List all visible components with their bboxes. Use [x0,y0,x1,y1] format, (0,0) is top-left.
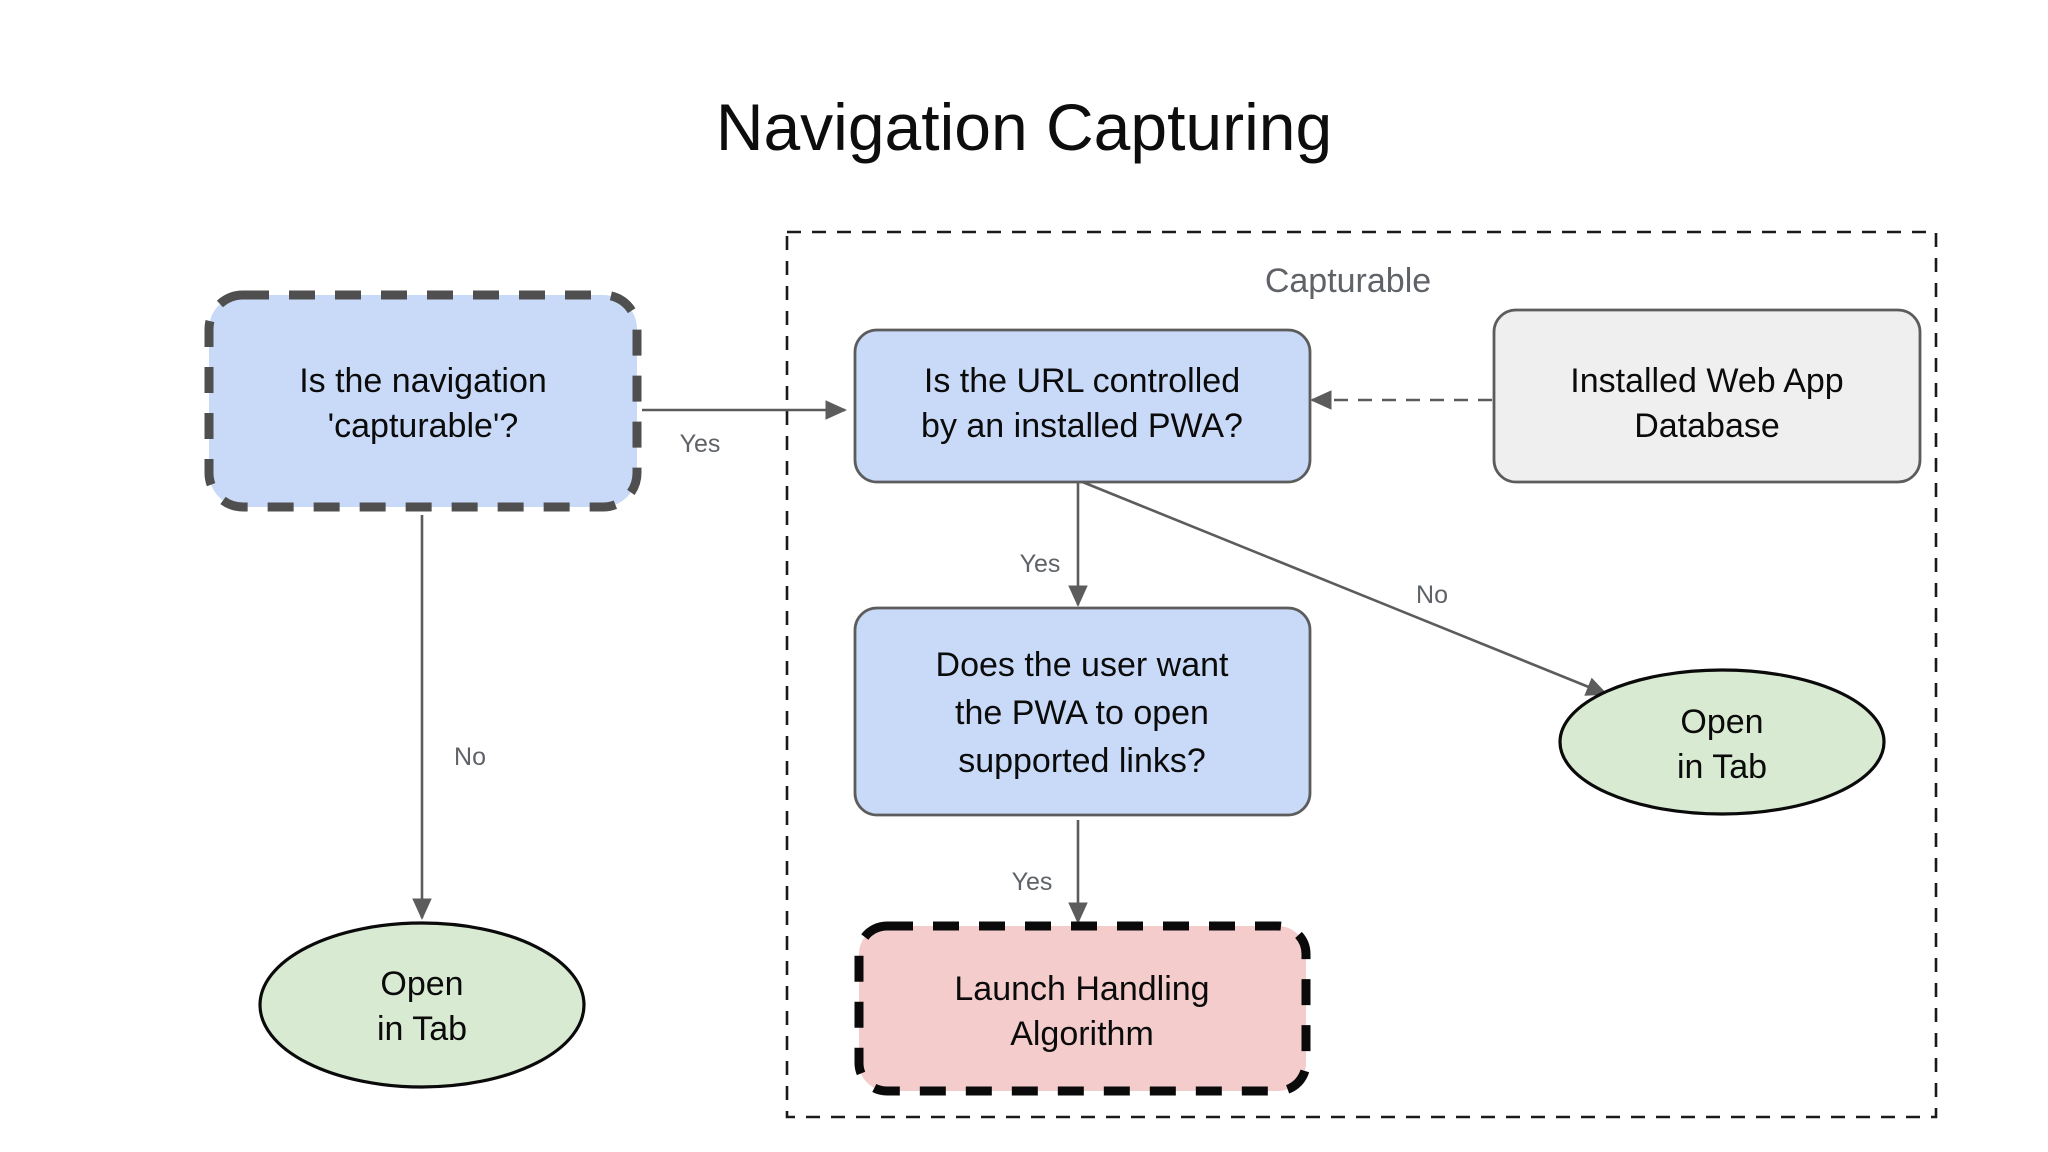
edge-label-url-no: No [1416,581,1448,609]
edge-label-url-yes: Yes [1020,550,1061,578]
node-installed-web-app-database-line2: Database [1634,407,1780,445]
edge-capturable-yes: Yes [642,400,847,458]
node-is-navigation-capturable[interactable]: Is the navigation 'capturable'? [204,290,642,512]
node-is-url-controlled-shape[interactable] [853,328,1312,484]
capturable-group-boundary [785,230,1938,1119]
node-is-url-controlled-line1: Is the URL controlled [924,362,1240,400]
node-is-navigation-capturable-line2: 'capturable'? [328,407,519,445]
node-launch-handling-algorithm[interactable]: Launch Handling Algorithm [854,921,1311,1096]
page-title: Navigation Capturing [716,90,1332,164]
node-installed-web-app-database-line1: Installed Web App [1570,362,1843,400]
node-installed-web-app-database-shape[interactable] [1492,308,1922,484]
node-does-user-want-pwa-line2: the PWA to open [955,694,1209,732]
node-does-user-want-pwa-shape[interactable] [853,606,1312,817]
edge-label-user-yes: Yes [1012,868,1053,896]
node-does-user-want-pwa[interactable]: Does the user want the PWA to open suppo… [853,606,1312,817]
node-launch-handling-algorithm-shape[interactable] [854,921,1311,1096]
node-open-in-tab-left-shape[interactable] [258,921,586,1089]
node-does-user-want-pwa-line3: supported links? [958,742,1206,780]
node-open-in-tab-left-line2: in Tab [377,1010,467,1048]
node-launch-handling-algorithm-line2: Algorithm [1010,1015,1154,1053]
node-is-url-controlled[interactable]: Is the URL controlled by an installed PW… [853,328,1312,484]
node-open-in-tab-left[interactable]: Open in Tab [258,921,586,1089]
node-is-navigation-capturable-shape[interactable] [204,290,642,512]
node-open-in-tab-right-line2: in Tab [1677,748,1767,786]
capturable-group-label: Capturable [1265,262,1431,300]
node-does-user-want-pwa-line1: Does the user want [936,646,1229,684]
node-open-in-tab-right-shape[interactable] [1558,668,1886,816]
node-launch-handling-algorithm-line1: Launch Handling [954,970,1209,1008]
edge-user-yes: Yes [1012,820,1088,924]
node-open-in-tab-right-line1: Open [1680,703,1763,741]
node-is-navigation-capturable-line1: Is the navigation [299,362,547,400]
node-installed-web-app-database[interactable]: Installed Web App Database [1492,308,1922,484]
edge-label-capturable-yes: Yes [680,430,721,458]
edge-label-capturable-no: No [454,743,486,771]
node-is-url-controlled-line2: by an installed PWA? [921,407,1243,445]
edge-url-no: No [1079,479,1608,696]
node-open-in-tab-left-line1: Open [380,965,463,1003]
node-open-in-tab-right[interactable]: Open in Tab [1558,668,1886,816]
edge-url-yes: Yes [1020,481,1088,607]
edge-capturable-no: No [412,515,486,920]
